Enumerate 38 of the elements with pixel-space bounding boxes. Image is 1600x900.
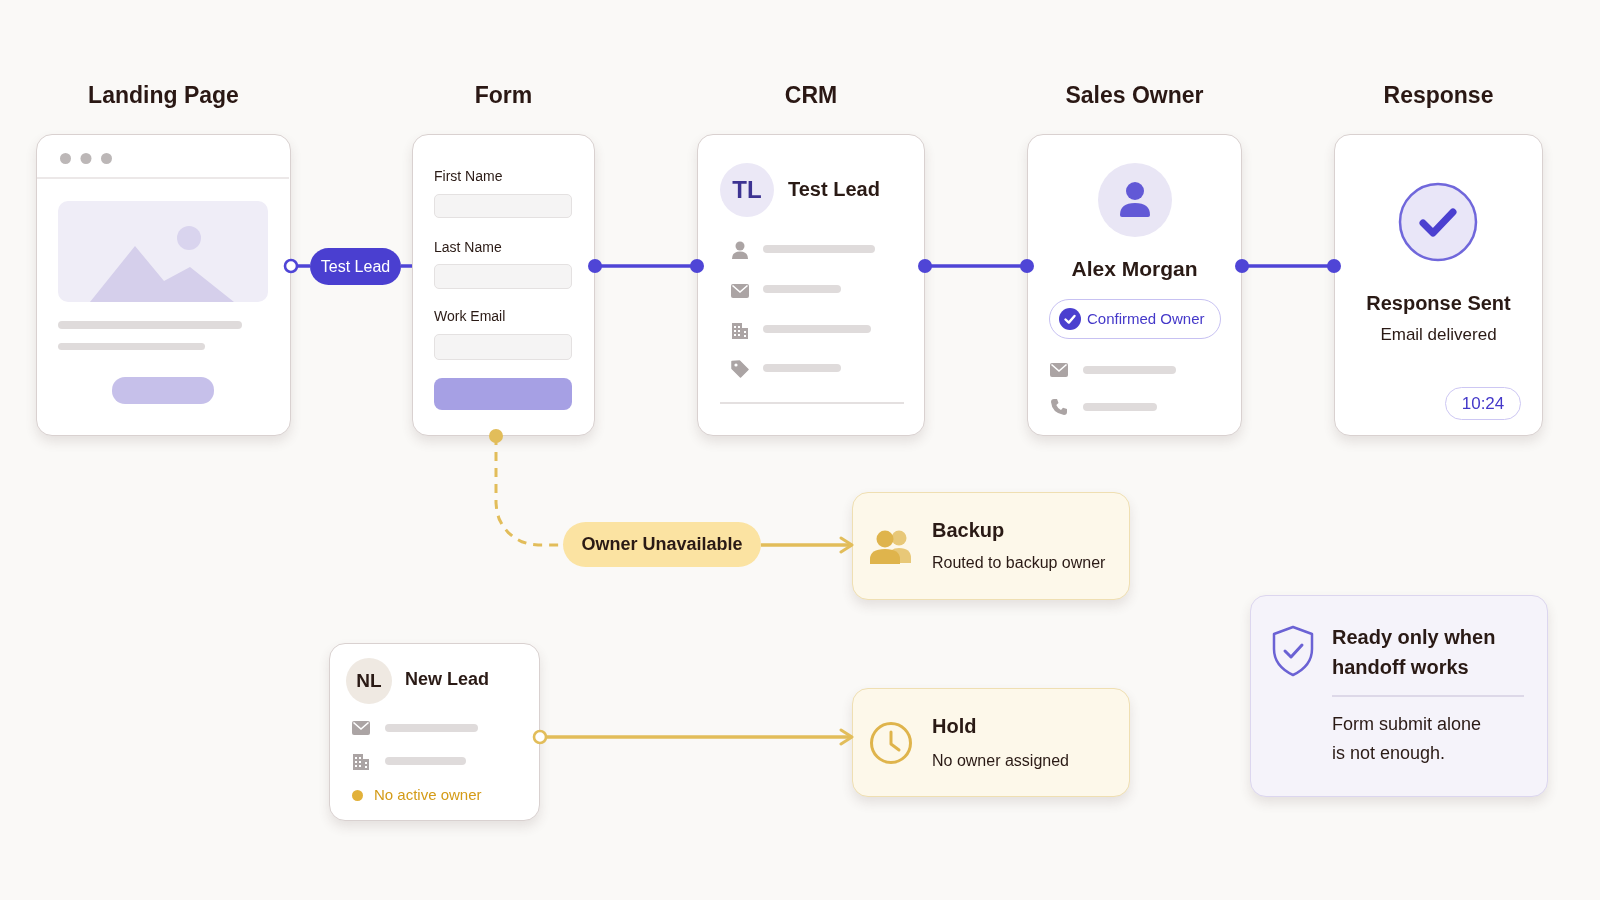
connector-line: [401, 264, 412, 268]
note-title: Ready only when handoff works: [1332, 625, 1497, 680]
card-subtitle: Routed to backup owner: [932, 553, 1106, 573]
time-badge: 10:24: [1445, 387, 1521, 420]
note-text: Form submit alone is not enough.: [1332, 713, 1483, 765]
card-subtitle: No owner assigned: [932, 751, 1069, 771]
field-label: Last Name: [434, 239, 502, 256]
note-card: [1250, 595, 1548, 797]
connector-line: [1235, 259, 1341, 273]
lead-name: Test Lead: [788, 177, 880, 201]
section-heading: Response: [1382, 81, 1495, 110]
condition-tag: Owner Unavailable: [563, 522, 761, 567]
status-text: No active owner: [374, 786, 482, 804]
section-heading: Landing Page: [87, 81, 240, 110]
arrow: [761, 536, 854, 554]
connector-line: [283, 258, 310, 274]
field-label: Work Email: [434, 308, 506, 325]
fallback-card: [852, 492, 1130, 600]
status-badge: [1049, 299, 1221, 339]
initials-avatar: NL: [346, 658, 392, 704]
status-title: Response Sent: [1365, 291, 1512, 315]
lead-tag: Test Lead: [310, 248, 401, 285]
status-detail: Email delivered: [1379, 325, 1498, 346]
owner-name: Alex Morgan: [1070, 256, 1199, 282]
lead-card: [329, 643, 540, 821]
card-title: Hold: [932, 714, 977, 738]
section-heading: CRM: [783, 81, 839, 110]
fallback-card: [852, 688, 1130, 797]
connector-line: [588, 259, 704, 273]
lead-name: New Lead: [405, 669, 490, 691]
card-title: Backup: [932, 518, 1005, 542]
connector-line: [918, 259, 1034, 273]
section-heading: Form: [473, 81, 534, 110]
badge-text: Confirmed Owner: [1087, 309, 1205, 329]
section-heading: Sales Owner: [1064, 81, 1205, 110]
initials-avatar: TL: [720, 163, 774, 217]
arrow: [532, 728, 854, 746]
field-label: First Name: [434, 168, 503, 185]
